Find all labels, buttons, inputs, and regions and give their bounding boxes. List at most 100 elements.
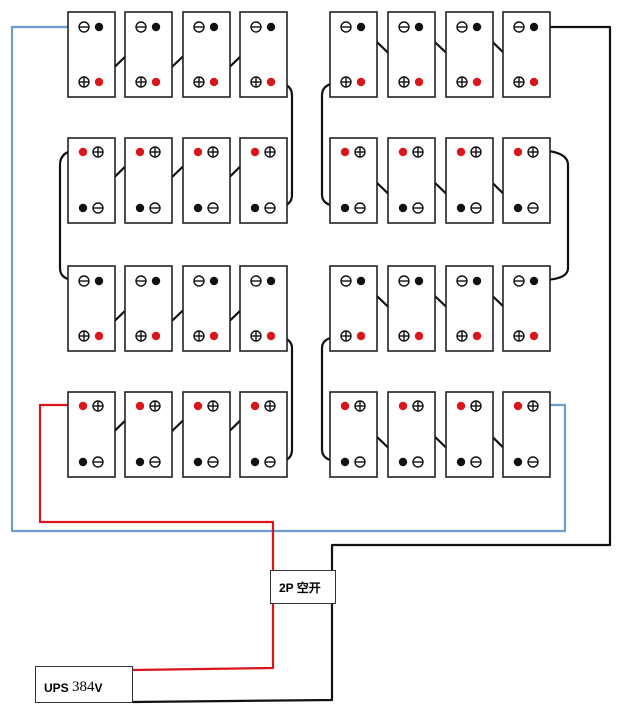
terminal-dot	[209, 276, 219, 286]
terminal-dot	[456, 203, 466, 213]
terminal-dot	[340, 457, 350, 467]
breaker-label: 2P 空开	[279, 580, 321, 595]
terminal-dot	[193, 401, 203, 411]
terminal-dot	[414, 77, 424, 87]
battery	[329, 265, 378, 352]
terminal-dot	[356, 331, 366, 341]
terminal-dot	[151, 276, 161, 286]
terminal-dot	[340, 401, 350, 411]
terminal-dot	[529, 22, 539, 32]
battery	[182, 137, 231, 224]
battery	[67, 265, 116, 352]
terminal-dot	[193, 147, 203, 157]
terminal-dot	[209, 22, 219, 32]
ups-voltage: 384	[72, 679, 95, 695]
battery	[445, 265, 494, 352]
battery	[387, 265, 436, 352]
terminal-dot	[78, 401, 88, 411]
battery	[67, 391, 116, 478]
battery	[124, 11, 173, 98]
terminal-dot	[456, 401, 466, 411]
terminal-dot	[513, 457, 523, 467]
terminal-dot	[94, 77, 104, 87]
terminal-dot	[250, 401, 260, 411]
terminal-dot	[250, 457, 260, 467]
terminal-dot	[151, 77, 161, 87]
battery	[387, 137, 436, 224]
terminal-dot	[513, 401, 523, 411]
terminal-dot	[250, 203, 260, 213]
battery	[239, 137, 288, 224]
terminal-dot	[135, 147, 145, 157]
terminal-dot	[513, 147, 523, 157]
terminal-dot	[266, 276, 276, 286]
terminal-dot	[356, 276, 366, 286]
breaker-2p: 2P 空开	[270, 570, 336, 604]
terminal-dot	[193, 203, 203, 213]
terminal-dot	[266, 331, 276, 341]
battery	[329, 11, 378, 98]
terminal-dot	[472, 331, 482, 341]
row-link	[532, 148, 570, 282]
battery	[329, 391, 378, 478]
terminal-dot	[78, 203, 88, 213]
terminal-dot	[414, 276, 424, 286]
terminal-dot	[398, 203, 408, 213]
terminal-dot	[356, 22, 366, 32]
battery	[239, 11, 288, 98]
terminal-dot	[472, 77, 482, 87]
terminal-dot	[135, 457, 145, 467]
terminal-dot	[78, 147, 88, 157]
terminal-dot	[340, 203, 350, 213]
terminal-dot	[414, 331, 424, 341]
terminal-dot	[250, 147, 260, 157]
terminal-dot	[135, 203, 145, 213]
terminal-dot	[94, 331, 104, 341]
battery	[445, 137, 494, 224]
battery	[502, 137, 551, 224]
terminal-dot	[94, 276, 104, 286]
terminal-dot	[472, 276, 482, 286]
battery	[239, 391, 288, 478]
terminal-dot	[193, 457, 203, 467]
terminal-dot	[209, 77, 219, 87]
battery	[445, 11, 494, 98]
negative-output-wire	[132, 25, 612, 704]
battery	[387, 11, 436, 98]
terminal-dot	[472, 22, 482, 32]
terminal-dot	[414, 22, 424, 32]
terminal-dot	[398, 457, 408, 467]
terminal-dot	[356, 77, 366, 87]
terminal-dot	[266, 22, 276, 32]
terminal-dot	[94, 22, 104, 32]
terminal-dot	[209, 331, 219, 341]
battery	[502, 11, 551, 98]
terminal-dot	[151, 22, 161, 32]
blue-return-wire	[10, 25, 567, 533]
battery	[67, 11, 116, 98]
terminal-dot	[340, 147, 350, 157]
battery	[124, 137, 173, 224]
battery	[182, 11, 231, 98]
battery	[124, 265, 173, 352]
battery	[502, 265, 551, 352]
terminal-dot	[151, 331, 161, 341]
ups-label: UPS	[44, 680, 69, 695]
terminal-dot	[398, 401, 408, 411]
terminal-dot	[529, 276, 539, 286]
battery	[445, 391, 494, 478]
battery	[387, 391, 436, 478]
positive-output-wire	[38, 403, 275, 672]
terminal-dot	[398, 147, 408, 157]
terminal-dot	[78, 457, 88, 467]
terminal-dot	[529, 77, 539, 87]
battery	[502, 391, 551, 478]
ups-unit: V	[94, 680, 103, 695]
battery	[182, 265, 231, 352]
battery	[239, 265, 288, 352]
battery	[329, 137, 378, 224]
terminal-dot	[266, 77, 276, 87]
battery	[67, 137, 116, 224]
